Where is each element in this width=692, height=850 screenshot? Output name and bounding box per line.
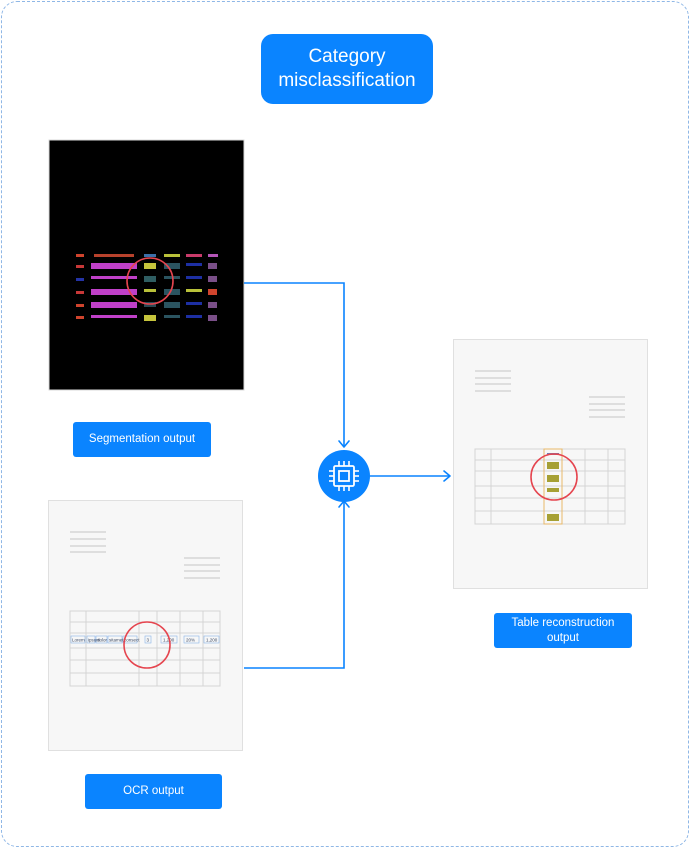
table-reconstruction-label: Table reconstruction output — [494, 613, 632, 648]
ocr-output-label: OCR output — [85, 774, 222, 809]
ocr-document — [48, 500, 243, 751]
segmentation-output-label: Segmentation output — [73, 422, 211, 457]
diagram-title: Category misclassification — [261, 34, 433, 104]
table-reconstruction-document — [453, 339, 648, 589]
